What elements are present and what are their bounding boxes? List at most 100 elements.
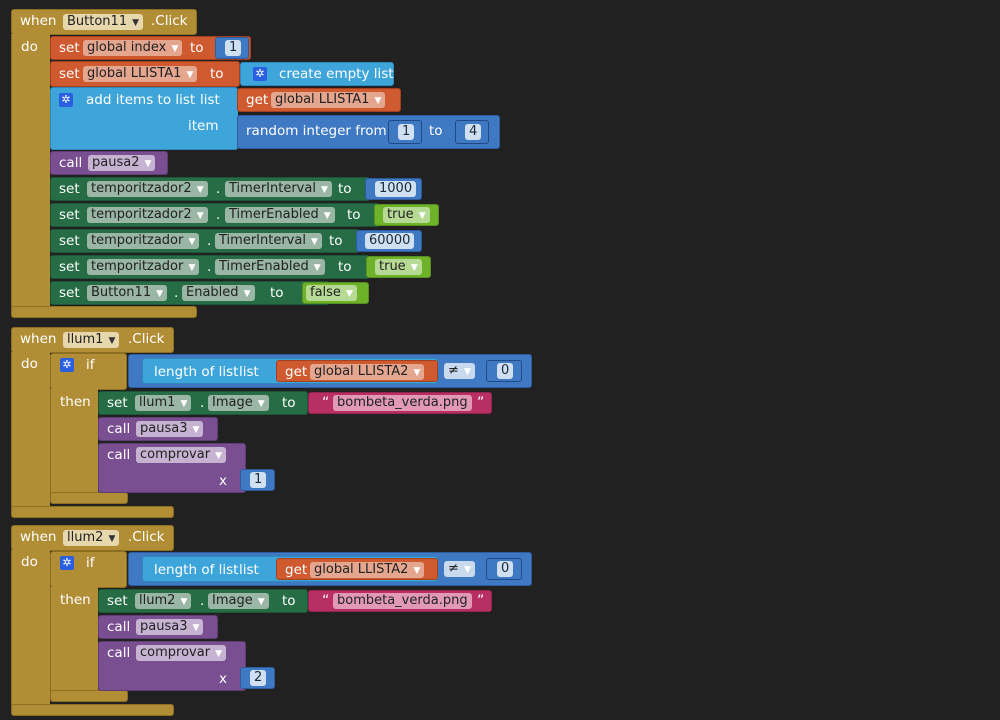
to-label: to [347, 207, 361, 223]
property-name: Image [212, 395, 253, 410]
component-dropdown[interactable]: temporitzador2▼ [87, 207, 208, 223]
text-content: bombeta_verda.png [337, 395, 468, 410]
component-dropdown[interactable]: llum2▼ [63, 530, 120, 546]
dot-label: . [216, 207, 221, 223]
text-value[interactable]: bombeta_verda.png [333, 593, 472, 609]
argument-label: x [219, 671, 227, 687]
set-property-block[interactable] [98, 589, 308, 613]
when-label: when [20, 331, 57, 347]
gear-icon[interactable]: ✲ [60, 556, 74, 570]
open-quote-icon: “ [322, 395, 330, 411]
property-dropdown[interactable]: TimerInterval▼ [225, 181, 332, 197]
get-label: get [285, 562, 308, 578]
dropdown-arrow-icon: ▼ [156, 289, 164, 299]
property-dropdown[interactable]: TimerEnabled▼ [225, 207, 335, 223]
procedure-dropdown[interactable]: comprovar▼ [136, 645, 227, 661]
procedure-name: pausa3 [140, 421, 188, 436]
call-label: call [107, 447, 131, 463]
gear-icon[interactable]: ✲ [59, 93, 73, 107]
to-label: to [338, 259, 352, 275]
number-value[interactable]: 1 [250, 472, 267, 488]
property-dropdown[interactable]: TimerEnabled ▼ [215, 259, 325, 275]
create-empty-list-label: create empty list [279, 66, 394, 82]
operator-dropdown[interactable]: ≠▼ [444, 363, 475, 379]
component-dropdown[interactable]: Button11 ▼ [87, 285, 168, 301]
number-value[interactable]: 2 [250, 670, 267, 686]
dot-label: . [174, 285, 179, 301]
close-quote-icon: ” [477, 395, 485, 411]
component-dropdown[interactable]: temporitzador▼ [87, 233, 200, 249]
component-name: llum2 [139, 593, 176, 608]
event-header[interactable] [11, 9, 197, 35]
variable-dropdown[interactable]: global index▼ [83, 40, 183, 56]
procedure-dropdown[interactable]: pausa3▼ [136, 421, 204, 437]
variable-dropdown[interactable]: global LLISTA1▼ [83, 66, 198, 82]
procedure-name: comprovar [140, 645, 211, 660]
dot-label: . [200, 395, 205, 411]
property-dropdown[interactable]: Image▼ [208, 593, 269, 609]
gear-icon[interactable]: ✲ [253, 67, 267, 81]
set-property-block[interactable] [98, 391, 308, 415]
dropdown-arrow-icon: ▼ [313, 263, 321, 273]
dot-label: . [207, 233, 212, 249]
event-body-left [11, 34, 50, 308]
component-dropdown[interactable]: llum1▼ [63, 332, 120, 348]
logic-dropdown[interactable]: false▼ [306, 285, 357, 301]
dropdown-arrow-icon: ▼ [418, 211, 426, 221]
to-label: to [329, 233, 343, 249]
get-label: get [285, 364, 308, 380]
variable-dropdown[interactable]: global LLISTA1▼ [271, 92, 386, 108]
event-footer [11, 506, 174, 518]
component-name: Button11 [91, 285, 152, 300]
random-from-value[interactable]: 1 [398, 124, 415, 140]
to-label: to [282, 593, 296, 609]
number-value[interactable]: 1 [225, 40, 242, 56]
procedure-dropdown[interactable]: comprovar▼ [136, 447, 227, 463]
random-to-value[interactable]: 4 [465, 124, 482, 140]
if-label: if [86, 555, 95, 571]
number-value[interactable]: 60000 [365, 233, 415, 249]
component-dropdown[interactable]: llum2▼ [135, 593, 192, 609]
property-name: TimerEnabled [219, 259, 309, 274]
random-integer-label: random integer from [246, 123, 387, 139]
component-dropdown[interactable]: Button11▼ [63, 14, 144, 30]
procedure-dropdown[interactable]: pausa3 ▼ [136, 619, 204, 635]
number-value[interactable]: 0 [497, 363, 514, 379]
call-label: call [107, 645, 131, 661]
dropdown-arrow-icon: ▼ [321, 185, 328, 195]
property-dropdown[interactable]: Enabled▼ [182, 285, 255, 301]
event-footer [11, 704, 174, 716]
property-dropdown[interactable]: Image▼ [208, 395, 269, 411]
variable-dropdown[interactable]: global LLISTA2▼ [310, 562, 425, 578]
variable-dropdown[interactable]: global LLISTA2▼ [310, 364, 425, 380]
component-dropdown[interactable]: temporitzador2▼ [87, 181, 208, 197]
property-dropdown[interactable]: TimerInterval ▼ [215, 233, 322, 249]
dropdown-arrow-icon: ▼ [192, 623, 200, 633]
property-name: TimerInterval [219, 233, 306, 248]
text-value[interactable]: bombeta_verda.png [333, 395, 472, 411]
gear-icon[interactable]: ✲ [60, 358, 74, 372]
dropdown-arrow-icon: ▼ [171, 44, 179, 54]
component-dropdown[interactable]: llum1▼ [135, 395, 192, 411]
list-socket-label: list [239, 364, 259, 380]
then-label: then [60, 394, 91, 410]
set-label: set [59, 259, 80, 275]
procedure-dropdown[interactable]: pausa2▼ [88, 155, 156, 171]
number-value[interactable]: 1000 [375, 181, 417, 197]
dropdown-arrow-icon: ▼ [132, 18, 140, 28]
variable-name: global LLISTA2 [314, 562, 409, 577]
operator-dropdown[interactable]: ≠▼ [444, 561, 475, 577]
call-label: call [107, 619, 131, 635]
dot-label: . [207, 259, 212, 275]
procedure-name: pausa3 [140, 619, 188, 634]
operator-symbol: ≠ [448, 363, 459, 378]
logic-dropdown[interactable]: true▼ [375, 259, 422, 275]
logic-value: true [387, 207, 414, 222]
to-label: to [429, 123, 443, 139]
dropdown-arrow-icon: ▼ [311, 237, 318, 247]
logic-dropdown[interactable]: true ▼ [383, 207, 430, 223]
number-value[interactable]: 0 [497, 561, 514, 577]
component-dropdown[interactable]: temporitzador▼ [87, 259, 200, 275]
dropdown-arrow-icon: ▼ [196, 211, 204, 221]
add-items-to-list-body [50, 110, 238, 150]
